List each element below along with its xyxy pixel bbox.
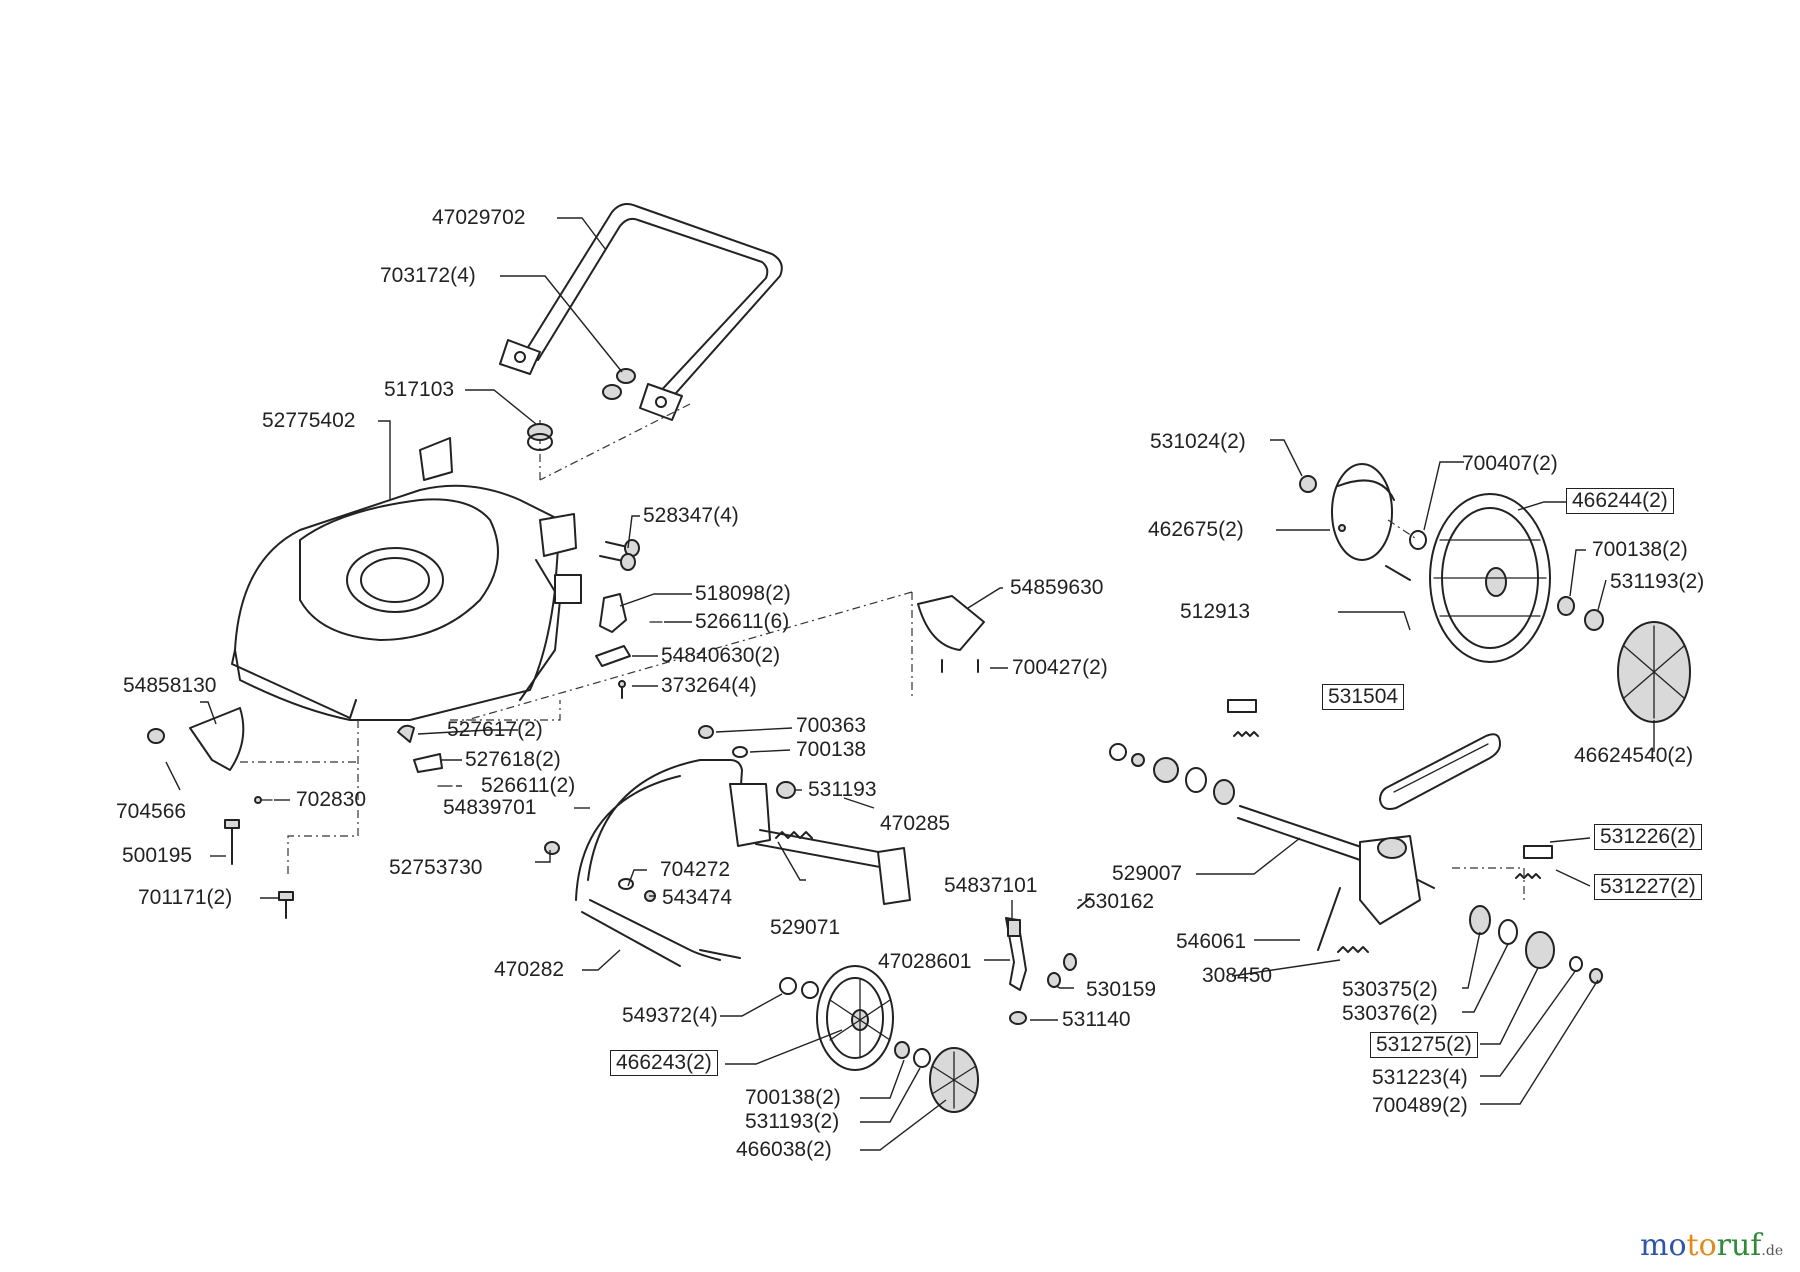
label-518098: 518098(2) xyxy=(695,582,791,605)
label-466038: 466038(2) xyxy=(736,1138,832,1161)
label-466244: 466244(2) xyxy=(1566,488,1674,514)
watermark-logo: motoruf.de xyxy=(1640,1228,1783,1263)
rear-wheel-466244 xyxy=(1385,493,1604,663)
label-531193-front: 531193 xyxy=(808,778,877,801)
label-546061: 546061 xyxy=(1176,930,1247,953)
label-531504: 531504 xyxy=(1322,684,1405,710)
label-52775402: 52775402 xyxy=(262,409,356,432)
label-466243: 466243(2) xyxy=(610,1050,718,1076)
bolts-left xyxy=(224,819,294,919)
label-500195: 500195 xyxy=(122,844,193,867)
leader-lines xyxy=(165,217,1655,1151)
label-701171: 701171(2) xyxy=(138,886,233,909)
watermark-tld: .de xyxy=(1761,1243,1784,1259)
label-527617: 527617(2) xyxy=(447,718,543,741)
label-530162: 530162 xyxy=(1084,890,1155,913)
label-530159: 530159 xyxy=(1086,978,1157,1001)
label-54840630: 54840630(2) xyxy=(661,644,781,667)
label-470285: 470285 xyxy=(880,812,951,835)
label-530376: 530376(2) xyxy=(1342,1002,1438,1025)
handle-nuts xyxy=(602,368,636,400)
label-531275: 531275(2) xyxy=(1370,1032,1478,1058)
label-702830: 702830 xyxy=(296,788,367,811)
label-700407: 700407(2) xyxy=(1462,452,1558,475)
label-54858130: 54858130 xyxy=(123,674,217,697)
clips-527617 xyxy=(397,724,453,787)
label-700138-2-front: 700138(2) xyxy=(745,1086,841,1109)
height-lever xyxy=(1005,897,1091,1025)
front-small-parts xyxy=(544,725,796,902)
label-528347: 528347(4) xyxy=(643,504,739,527)
label-531193-2-front: 531193(2) xyxy=(745,1110,840,1133)
label-527618: 527618(2) xyxy=(465,748,561,771)
label-700138-2-rear: 700138(2) xyxy=(1592,538,1688,561)
label-531140: 531140 xyxy=(1062,1008,1131,1031)
label-530375: 530375(2) xyxy=(1342,978,1438,1001)
label-526611-2: 526611(2) xyxy=(481,774,576,797)
label-46624540: 46624540(2) xyxy=(1574,744,1694,767)
bumper-517103 xyxy=(527,423,553,451)
watermark-part3: ruf xyxy=(1716,1228,1762,1263)
label-704566: 704566 xyxy=(116,800,187,823)
bracket-518098 xyxy=(595,593,663,699)
label-700427: 700427(2) xyxy=(1012,656,1108,679)
front-wheel xyxy=(779,965,979,1113)
label-512913: 512913 xyxy=(1180,600,1251,623)
spring-529071 xyxy=(775,831,813,839)
label-373264: 373264(4) xyxy=(661,674,757,697)
label-531024: 531024(2) xyxy=(1150,430,1246,453)
watermark-part1: mo xyxy=(1640,1228,1687,1263)
label-529071: 529071 xyxy=(770,916,841,939)
label-462675: 462675(2) xyxy=(1148,518,1244,541)
rear-flap-54859630 xyxy=(917,595,985,673)
right-side-parts xyxy=(1469,845,1603,984)
label-703172: 703172(4) xyxy=(380,264,476,287)
label-531223: 531223(4) xyxy=(1372,1066,1468,1089)
label-700489: 700489(2) xyxy=(1372,1094,1468,1117)
label-52753730: 52753730 xyxy=(389,856,483,879)
label-531227: 531227(2) xyxy=(1594,874,1702,900)
label-47029702: 47029702 xyxy=(432,206,526,229)
front-axle-frame xyxy=(575,759,911,967)
label-54837101: 54837101 xyxy=(944,874,1038,897)
label-704272: 704272 xyxy=(660,858,731,881)
label-526611-6: 526611(6) xyxy=(695,610,790,633)
label-47028601: 47028601 xyxy=(878,950,972,973)
label-54859630: 54859630 xyxy=(1010,576,1104,599)
upper-handle-part xyxy=(499,203,783,421)
label-529007: 529007 xyxy=(1112,862,1183,885)
discharge-flap xyxy=(147,707,273,804)
label-470282: 470282 xyxy=(494,958,565,981)
label-543474: 543474 xyxy=(662,886,733,909)
watermark-part2: to xyxy=(1686,1228,1717,1263)
label-308450: 308450 xyxy=(1202,964,1273,987)
label-54839701: 54839701 xyxy=(443,796,537,819)
drive-belt xyxy=(1379,733,1501,810)
label-700363: 700363 xyxy=(796,714,867,737)
label-517103: 517103 xyxy=(384,378,455,401)
label-700138-front: 700138 xyxy=(796,738,867,761)
label-549372: 549372(4) xyxy=(622,1004,718,1027)
mower-deck-housing xyxy=(231,437,582,721)
label-531226: 531226(2) xyxy=(1594,824,1702,850)
label-531193-2-rear: 531193(2) xyxy=(1610,570,1705,593)
rear-wheel-cover-462675 xyxy=(1299,463,1395,561)
rear-axle-gearbox xyxy=(1109,699,1435,953)
